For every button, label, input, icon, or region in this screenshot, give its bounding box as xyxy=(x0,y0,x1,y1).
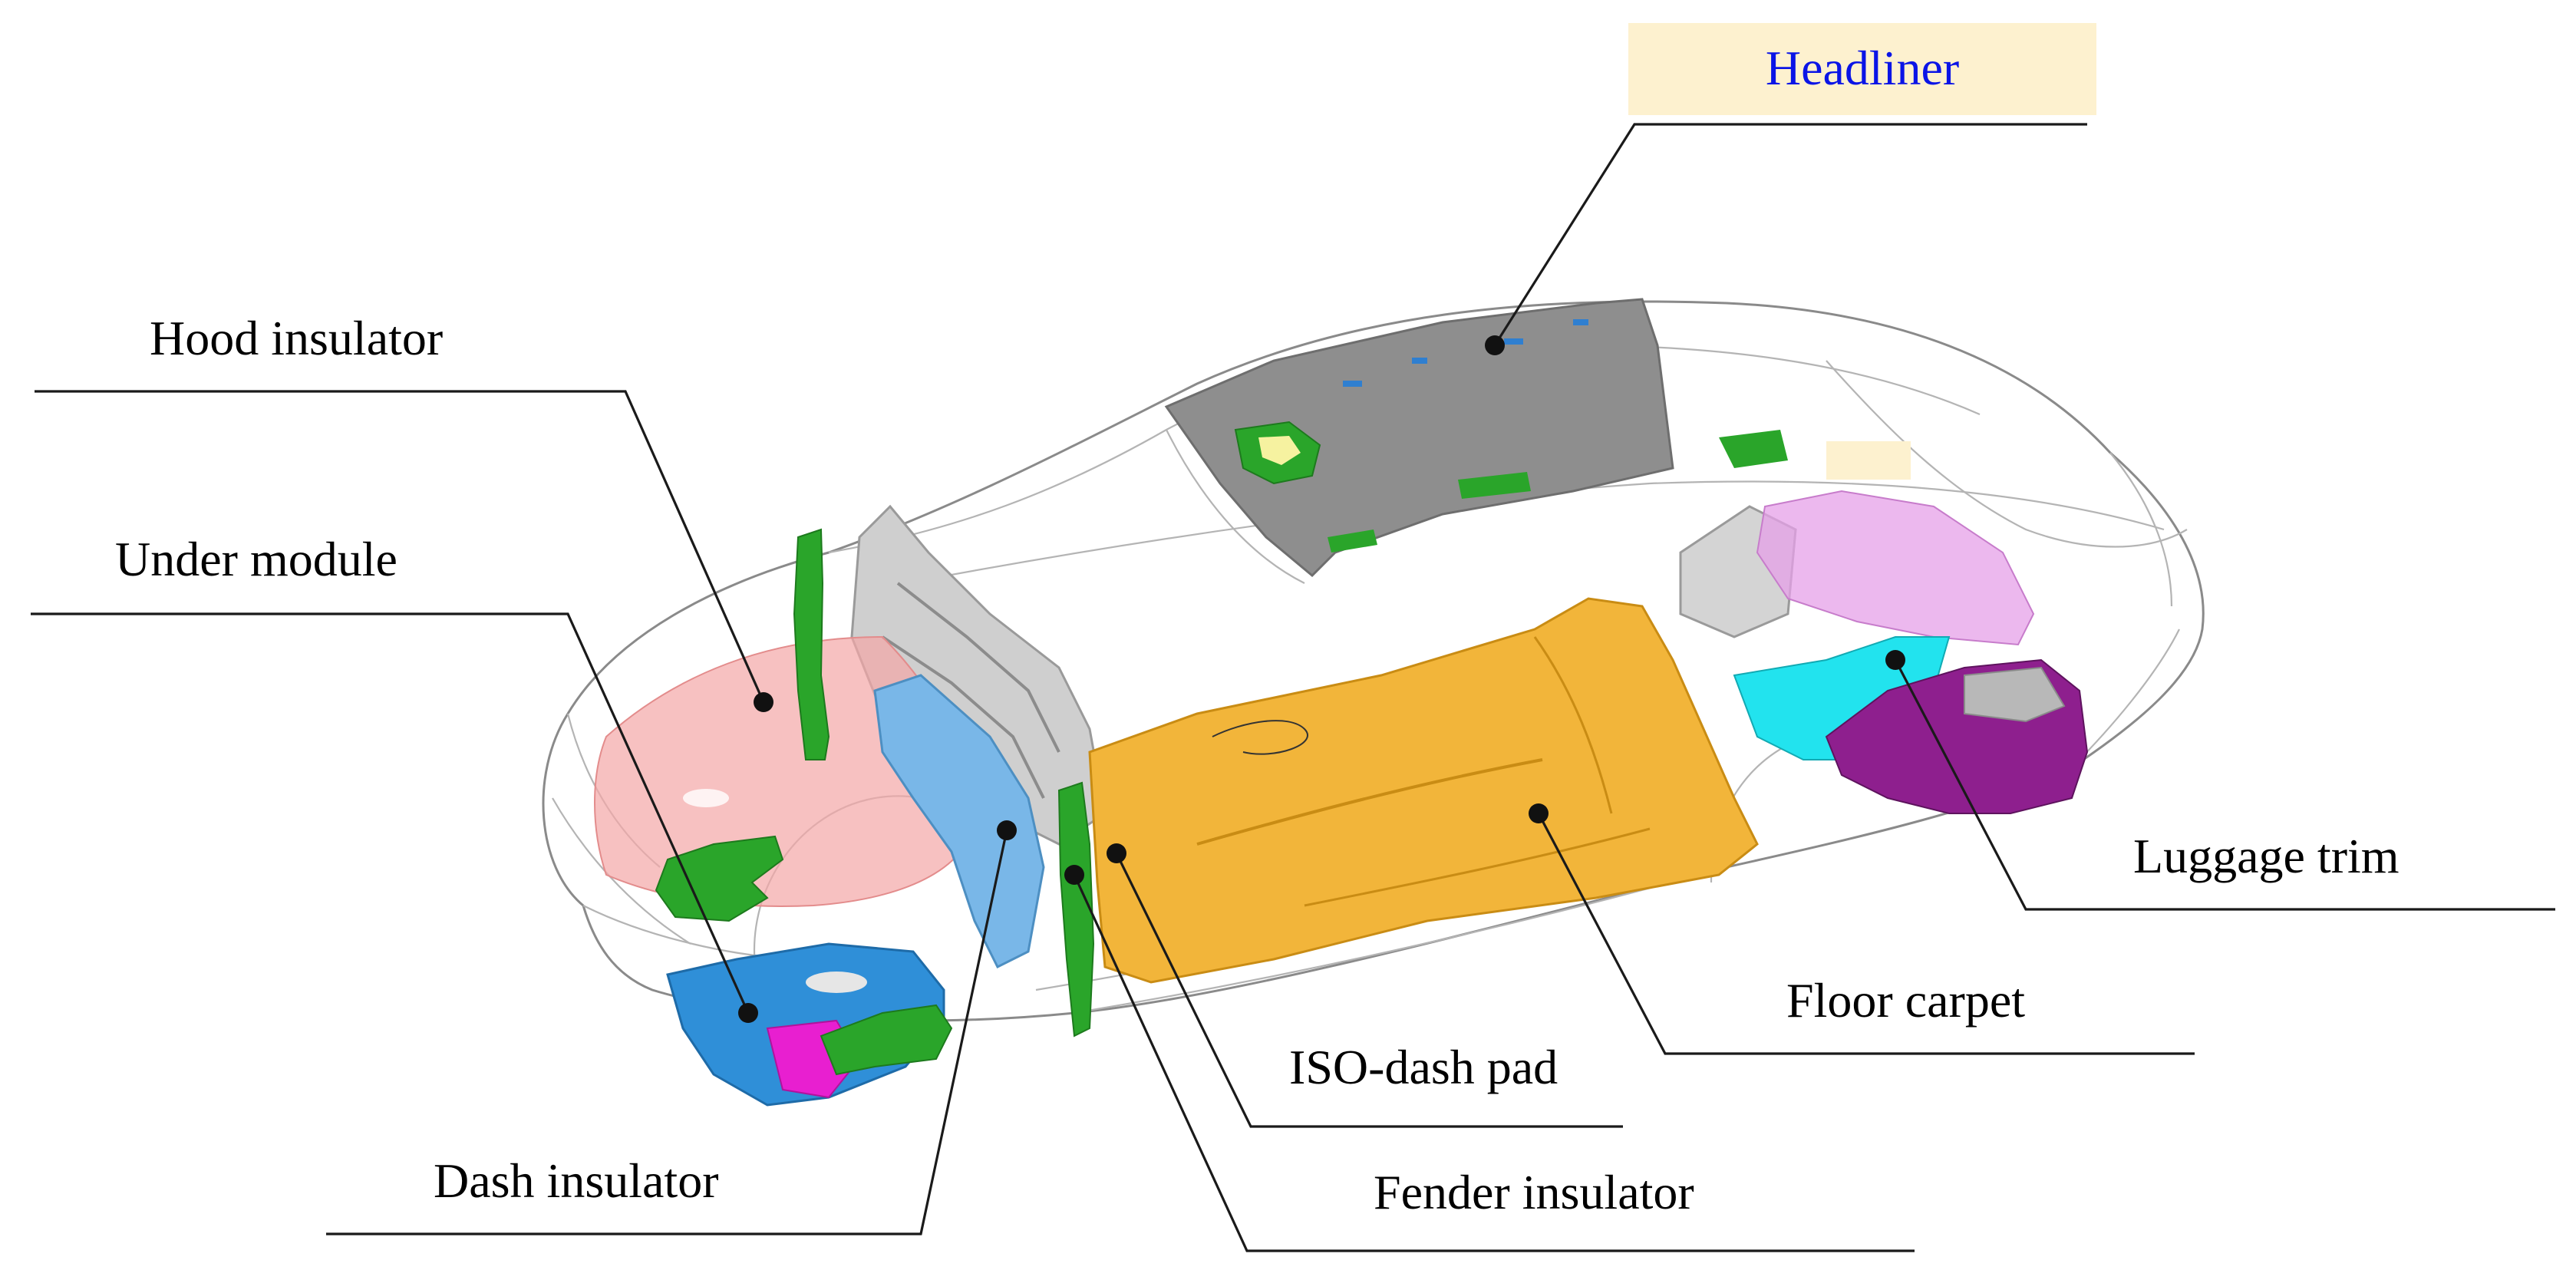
iso-dash-pad-dot xyxy=(1107,843,1126,863)
headliner-label-box xyxy=(1628,23,2096,115)
hood-insulator-dot xyxy=(754,692,773,712)
luggage-pink-part xyxy=(1756,490,2035,646)
dash-insulator-label: Dash insulator xyxy=(434,1153,719,1208)
headliner-label: Headliner xyxy=(1766,41,1959,95)
luggage-trim-leader xyxy=(1894,659,2555,911)
floor-carpet-leader xyxy=(1537,813,2195,1055)
hood-insulator-label: Hood insulator xyxy=(150,311,443,365)
headliner-part xyxy=(1164,298,1674,578)
fender-insulator-dot xyxy=(1064,865,1084,885)
iso-dash-pad-leader xyxy=(1115,853,1623,1128)
leader-dots xyxy=(738,335,1905,1023)
dash-insulator-part xyxy=(873,674,1045,969)
under-module-leader xyxy=(31,612,750,1014)
dash-insulator-leader xyxy=(326,830,1008,1235)
headliner-dot xyxy=(1485,335,1505,355)
fender-insulator-label: Fender insulator xyxy=(1374,1165,1694,1219)
luggage-trim-dot xyxy=(1885,650,1905,670)
hood-green-bracket xyxy=(793,528,830,760)
hood-insulator-leader xyxy=(35,390,765,703)
floor-carpet-dot xyxy=(1529,803,1549,823)
dash-insulator-dot xyxy=(997,820,1017,840)
floor-carpet-part xyxy=(1088,597,1759,984)
under-module-label: Under module xyxy=(115,532,397,586)
small-highlight-box xyxy=(1826,441,1911,480)
iso-dash-pad-label: ISO-dash pad xyxy=(1289,1040,1558,1094)
floor-carpet-label: Floor carpet xyxy=(1786,973,2025,1028)
headliner-leader xyxy=(1493,123,2087,346)
under-module-dot xyxy=(738,1003,758,1023)
fender-insulator-leader xyxy=(1073,874,1915,1252)
luggage-trim-label: Luggage trim xyxy=(2133,829,2400,883)
under-module-green xyxy=(820,1004,953,1076)
fender-insulator-part xyxy=(1057,781,1095,1038)
leader-lines xyxy=(31,123,2555,1252)
front-green-part xyxy=(655,835,784,922)
